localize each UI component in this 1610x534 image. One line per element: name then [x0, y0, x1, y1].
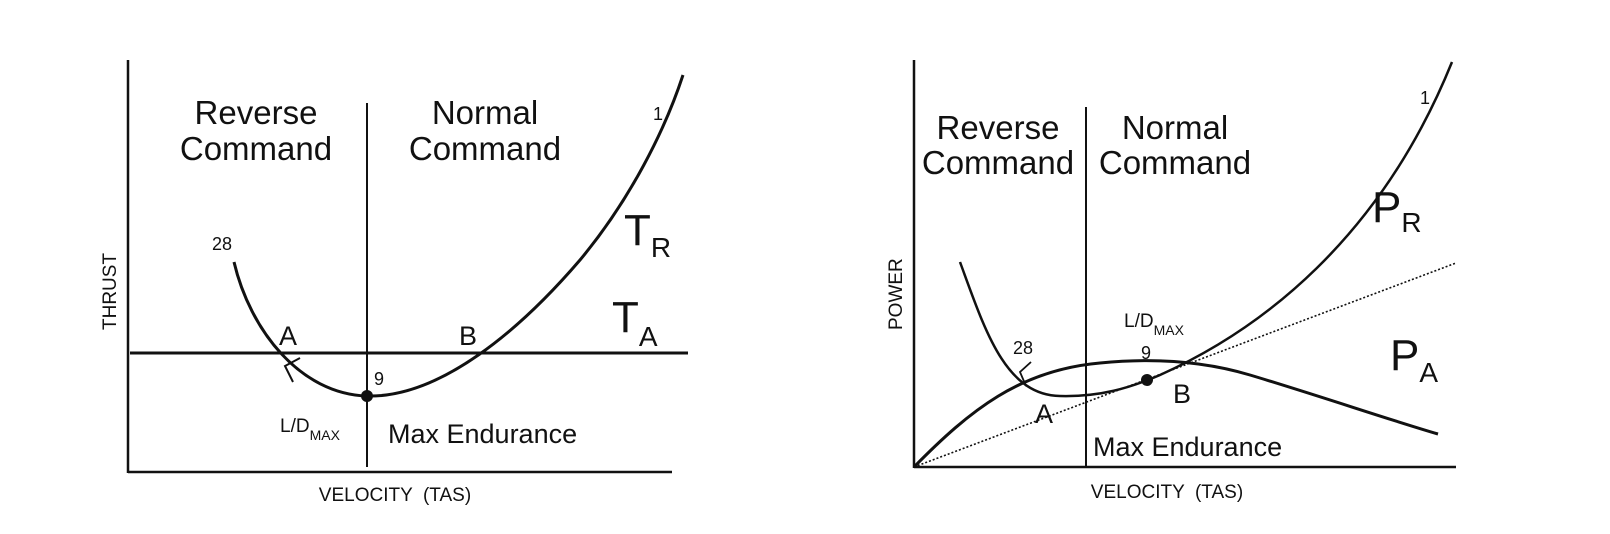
marker-9: 9 [374, 369, 384, 389]
region-label-normal: Normal [1122, 109, 1228, 146]
region-label-reverse: Command [922, 144, 1074, 181]
power-available-label: PA [1390, 331, 1438, 388]
point-b-label: B [1173, 379, 1191, 409]
power-available-curve [912, 359, 1439, 469]
marker-1: 1 [653, 104, 663, 124]
ld-max-label: L/DMAX [1124, 311, 1185, 338]
region-label-normal: Command [1099, 144, 1251, 181]
tangent-line [913, 262, 1457, 468]
region-label-reverse: Reverse [195, 94, 318, 131]
thrust-available-label: TA [612, 293, 658, 352]
point-a-label: A [279, 321, 297, 351]
direction-arrow-icon [283, 357, 301, 383]
max-endurance-label: Max Endurance [1093, 432, 1282, 462]
marker-28: 28 [212, 234, 232, 254]
direction-arrow-icon [1018, 361, 1032, 387]
power-required-label: PR [1372, 183, 1422, 238]
region-label-reverse: Reverse [937, 109, 1060, 146]
region-label-normal: Command [409, 130, 561, 167]
thrust-required-curve [232, 74, 685, 398]
thrust-y-axis-label: THRUST [100, 253, 121, 330]
point-a-label: A [1035, 399, 1053, 429]
ld-max-point [361, 390, 373, 402]
point-b-label: B [459, 321, 477, 351]
region-label-reverse: Command [180, 130, 332, 167]
ld-max-label: L/DMAX [280, 416, 341, 443]
power-y-axis-label: POWER [886, 258, 907, 330]
marker-9: 9 [1141, 343, 1151, 363]
marker-28: 28 [1013, 338, 1033, 358]
power-x-axis-label: VELOCITY (TAS) [1091, 482, 1243, 503]
max-endurance-label: Max Endurance [388, 419, 577, 449]
thrust-chart: Reverse Command Normal Command 1 28 9 A … [100, 60, 688, 506]
region-label-normal: Normal [432, 94, 538, 131]
marker-1: 1 [1420, 88, 1430, 108]
thrust-x-axis-label: VELOCITY (TAS) [319, 485, 471, 506]
power-chart: Reverse Command Normal Command 1 28 9 A … [886, 60, 1457, 503]
ld-max-point [1141, 374, 1153, 386]
thrust-required-label: TR [624, 206, 671, 263]
